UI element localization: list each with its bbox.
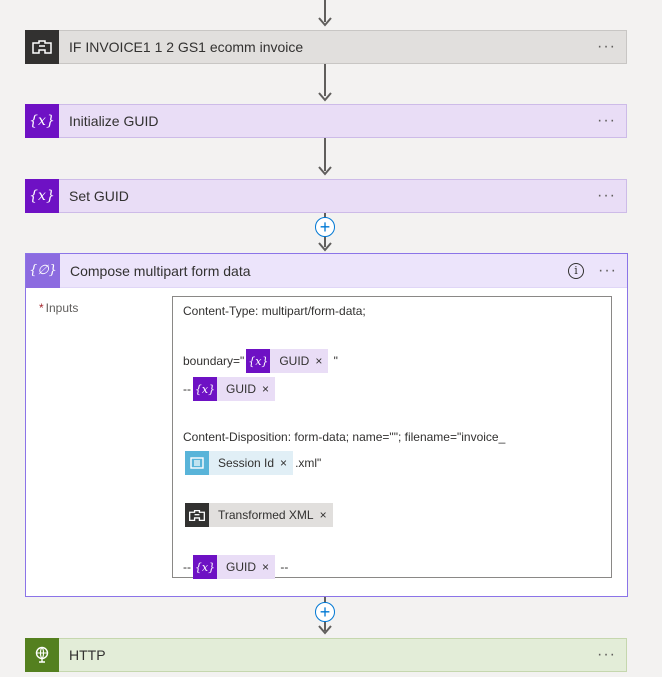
required-mark: * — [39, 301, 44, 315]
globe-icon — [25, 637, 59, 672]
session-id-token[interactable]: Session Id × — [185, 451, 294, 475]
integration-account-icon — [25, 29, 59, 64]
session-icon — [185, 451, 209, 475]
dash-text: -- — [183, 382, 191, 396]
boundary-suffix: " — [330, 354, 338, 368]
step-initialize-guid[interactable]: {x} Initialize GUID ··· — [25, 103, 627, 138]
connector-arrow — [318, 92, 332, 102]
boundary-text: boundary=" — [183, 354, 245, 368]
editor-line: boundary=" {x} GUID × " — [183, 349, 338, 373]
step-set-guid[interactable]: {x} Set GUID ··· — [25, 178, 627, 213]
remove-token-button[interactable]: × — [262, 560, 270, 574]
editor-line: Transformed XML × — [183, 503, 335, 527]
more-options-button[interactable]: ··· — [597, 38, 616, 55]
step-if-invoice[interactable]: IF INVOICE1 1 2 GS1 ecomm invoice ··· — [25, 29, 627, 64]
token-label: GUID — [279, 354, 310, 368]
step-compose: {∅} Compose multipart form data i ··· *I… — [25, 253, 628, 597]
info-icon[interactable]: i — [568, 262, 585, 279]
variable-icon: {x} — [25, 178, 59, 213]
step-title: Compose multipart form data — [70, 262, 251, 279]
guid-token[interactable]: {x} GUID × — [193, 555, 276, 579]
connector-arrow — [318, 17, 332, 27]
xml-suffix: .xml" — [295, 456, 322, 470]
content-type-text: Content-Type: multipart/form-data; — [183, 304, 366, 318]
remove-token-button[interactable]: × — [280, 456, 288, 470]
variable-icon: {x} — [246, 349, 271, 373]
connector-line — [324, 138, 326, 171]
remove-token-button[interactable]: × — [262, 382, 270, 396]
inputs-label: *Inputs — [39, 301, 78, 315]
inputs-label-text: Inputs — [45, 301, 79, 315]
step-title: IF INVOICE1 1 2 GS1 ecomm invoice — [69, 39, 304, 55]
step-title: HTTP — [69, 647, 106, 663]
dash-text: -- — [183, 560, 191, 574]
remove-token-button[interactable]: × — [319, 508, 327, 522]
end-dashes: -- — [277, 560, 289, 574]
variable-icon: {x} — [193, 377, 217, 401]
guid-token[interactable]: {x} GUID × — [193, 377, 276, 401]
token-label: GUID — [226, 560, 256, 574]
editor-line: Session Id × .xml" — [183, 451, 321, 475]
inputs-editor[interactable]: Content-Type: multipart/form-data; bound… — [172, 296, 612, 579]
remove-token-button[interactable]: × — [315, 354, 323, 368]
editor-line: -- {x} GUID × — [183, 377, 277, 401]
editor-line: -- {x} GUID × -- — [183, 555, 288, 579]
insert-step-button[interactable]: + — [315, 602, 335, 622]
connector-arrow — [318, 242, 332, 252]
guid-token[interactable]: {x} GUID × — [246, 349, 329, 373]
step-title: Set GUID — [69, 188, 129, 204]
more-options-button[interactable]: ··· — [597, 646, 616, 663]
variable-icon: {x} — [25, 103, 59, 138]
integration-account-icon — [185, 503, 209, 527]
transformed-xml-token[interactable]: Transformed XML × — [185, 503, 333, 527]
token-label: Transformed XML — [218, 508, 314, 522]
disposition-text: Content-Disposition: form-data; name="";… — [183, 430, 506, 444]
connector-arrow — [318, 166, 332, 176]
connector-line — [324, 64, 326, 96]
variable-icon: {x} — [193, 555, 217, 579]
more-options-button[interactable]: ··· — [597, 187, 616, 204]
editor-line: Content-Disposition: form-data; name="";… — [183, 425, 505, 449]
connector-line — [324, 0, 326, 22]
compose-header[interactable]: {∅} Compose multipart form data i ··· — [26, 253, 627, 288]
connector-arrow — [318, 625, 332, 635]
more-options-button[interactable]: ··· — [598, 261, 617, 279]
editor-line: Content-Type: multipart/form-data; — [183, 299, 366, 323]
token-label: GUID — [226, 382, 256, 396]
token-label: Session Id — [218, 456, 275, 470]
more-options-button[interactable]: ··· — [597, 112, 616, 129]
compose-icon: {∅} — [26, 253, 60, 288]
insert-step-button[interactable]: + — [315, 217, 335, 237]
step-http[interactable]: HTTP ··· — [25, 637, 627, 672]
step-title: Initialize GUID — [69, 113, 159, 129]
